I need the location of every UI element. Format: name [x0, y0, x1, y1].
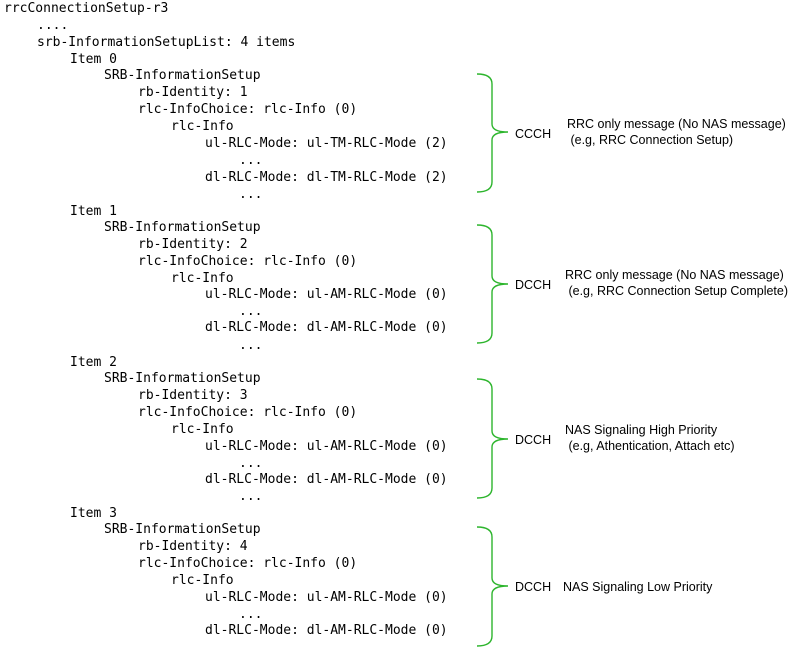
rlc-info: rlc-Info: [171, 422, 234, 437]
curly-bracket-dcch-1: [476, 224, 509, 344]
rlc-info: rlc-Info: [171, 573, 234, 588]
srb-information-setup: SRB-InformationSetup: [104, 220, 261, 235]
tree-dots: ....: [37, 18, 69, 33]
rlc-info-choice: rlc-InfoChoice: rlc-Info (0): [138, 102, 358, 117]
ellipsis: ...: [239, 489, 263, 504]
channel-label-dcch: DCCH: [515, 278, 552, 292]
tree-root: rrcConnectionSetup-r3: [4, 1, 169, 16]
rb-identity: rb-Identity: 2: [138, 237, 248, 252]
curly-bracket-dcch-3: [476, 526, 509, 647]
dl-rlc-mode: dl-RLC-Mode: dl-AM-RLC-Mode (0): [205, 472, 448, 487]
ellipsis: ...: [239, 338, 263, 353]
annotation-line2: (e.g, RRC Connection Setup): [567, 133, 734, 147]
srb-information-setup: SRB-InformationSetup: [104, 371, 261, 386]
ul-rlc-mode: ul-RLC-Mode: ul-TM-RLC-Mode (2): [205, 136, 448, 151]
channel-label-ccch: CCCH: [515, 127, 552, 141]
channel-label-dcch: DCCH: [515, 433, 552, 447]
dl-rlc-mode: dl-RLC-Mode: dl-TM-RLC-Mode (2): [205, 170, 448, 185]
srb-information-setup: SRB-InformationSetup: [104, 68, 261, 83]
ellipsis: ...: [239, 187, 263, 202]
rlc-info-choice: rlc-InfoChoice: rlc-Info (0): [138, 405, 358, 420]
brackets: [476, 73, 509, 647]
item-label: Item 3: [70, 506, 117, 521]
annotation-line2: (e.g, Athentication, Attach etc): [565, 439, 735, 453]
rlc-info-choice: rlc-InfoChoice: rlc-Info (0): [138, 254, 358, 269]
curly-bracket-ccch: [476, 73, 509, 193]
ellipsis: ...: [239, 153, 263, 168]
rb-identity: rb-Identity: 4: [138, 539, 248, 554]
srb-information-setup: SRB-InformationSetup: [104, 522, 261, 537]
curly-bracket-dcch-2: [476, 378, 509, 499]
ul-rlc-mode: ul-RLC-Mode: ul-AM-RLC-Mode (0): [205, 439, 448, 454]
channel-label-dcch: DCCH: [515, 580, 552, 594]
annotation-line1: NAS Signaling Low Priority: [563, 580, 713, 594]
rb-identity: rb-Identity: 3: [138, 388, 248, 403]
rlc-info: rlc-Info: [171, 119, 234, 134]
ellipsis: ...: [239, 456, 263, 471]
item-label: Item 1: [70, 204, 117, 219]
ellipsis: ...: [239, 607, 263, 622]
ul-rlc-mode: ul-RLC-Mode: ul-AM-RLC-Mode (0): [205, 287, 448, 302]
rlc-info: rlc-Info: [171, 271, 234, 286]
item-label: Item 2: [70, 355, 117, 370]
annotation-line2: (e.g, RRC Connection Setup Complete): [565, 284, 789, 298]
ul-rlc-mode: ul-RLC-Mode: ul-AM-RLC-Mode (0): [205, 590, 448, 605]
dl-rlc-mode: dl-RLC-Mode: dl-AM-RLC-Mode (0): [205, 320, 448, 335]
item-label: Item 0: [70, 52, 117, 67]
rb-identity: rb-Identity: 1: [138, 85, 248, 100]
annotation-line1: RRC only message (No NAS message): [565, 268, 784, 282]
annotation-line1: RRC only message (No NAS message): [567, 117, 786, 131]
ellipsis: ...: [239, 304, 263, 319]
rlc-info-choice: rlc-InfoChoice: rlc-Info (0): [138, 556, 358, 571]
dl-rlc-mode: dl-RLC-Mode: dl-AM-RLC-Mode (0): [205, 623, 448, 638]
srb-list-header: srb-InformationSetupList: 4 items: [37, 35, 296, 50]
annotation-line1: NAS Signaling High Priority: [565, 423, 718, 437]
